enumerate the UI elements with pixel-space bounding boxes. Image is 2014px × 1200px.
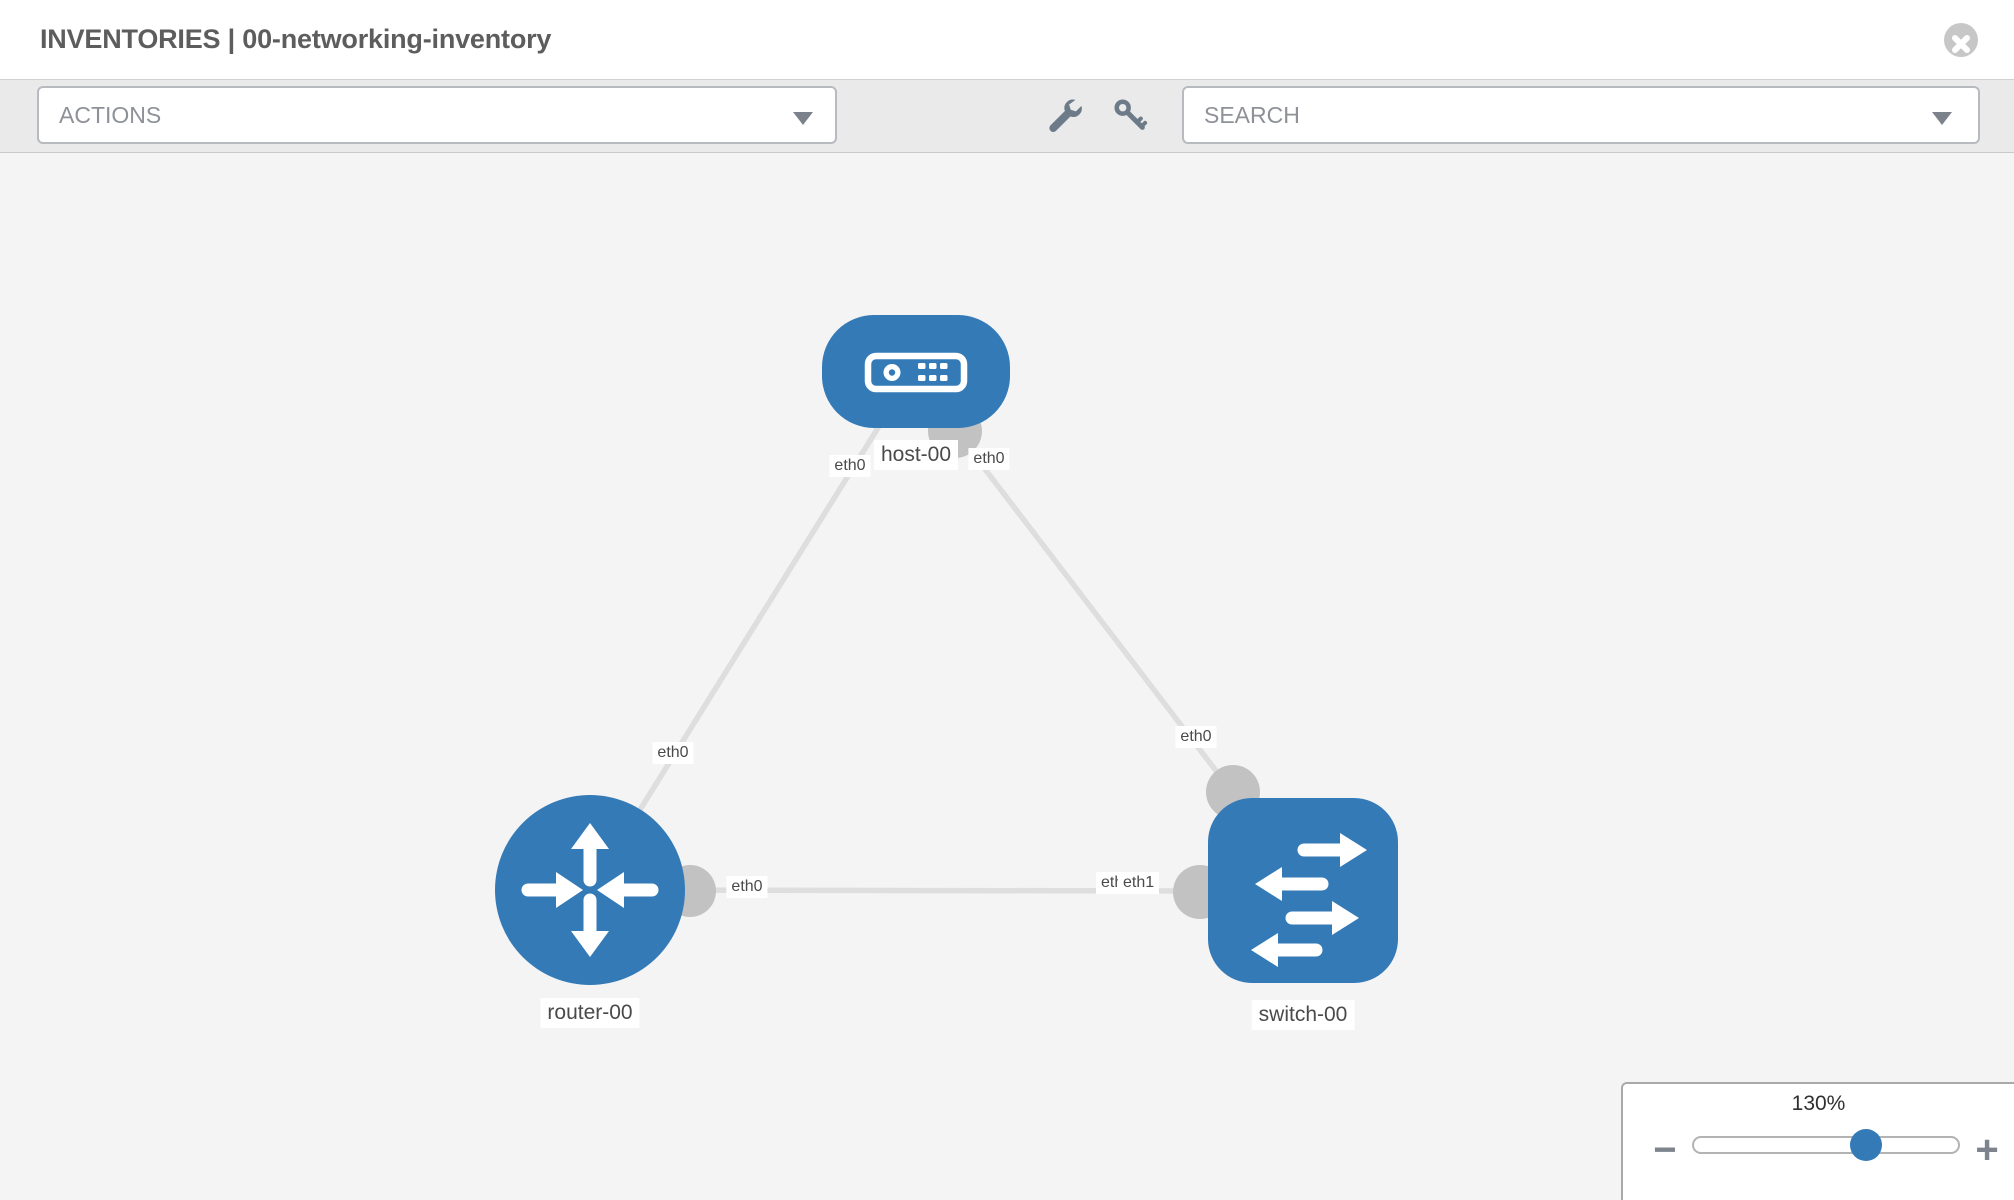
actions-dropdown[interactable]: ACTIONS xyxy=(37,86,837,144)
node-host-00[interactable] xyxy=(822,315,1010,428)
interface-label-router-to-switch: eth0 xyxy=(726,876,768,898)
topology-canvas[interactable]: host-00 router-00 switch-00 eth0 eth0 et… xyxy=(0,154,2014,1200)
actions-dropdown-label: ACTIONS xyxy=(59,102,162,128)
node-switch-00[interactable] xyxy=(1208,798,1398,983)
configure-button[interactable] xyxy=(1042,94,1086,138)
zoom-slider-track[interactable] xyxy=(1692,1129,1960,1161)
chevron-down-icon xyxy=(1932,112,1952,125)
credentials-button[interactable] xyxy=(1108,94,1152,138)
toolbar: ACTIONS SEARCH xyxy=(0,79,2014,153)
header: INVENTORIES | 00-networking-inventory xyxy=(0,0,2014,79)
host-icon xyxy=(864,352,968,393)
interface-label-host-to-switch: eth0 xyxy=(968,448,1010,470)
router-icon xyxy=(521,823,659,957)
key-icon xyxy=(1114,98,1148,130)
zoom-slider-thumb[interactable] xyxy=(1850,1129,1882,1161)
interface-label-switch-to-host: eth0 xyxy=(1175,726,1217,748)
search-placeholder: SEARCH xyxy=(1204,102,1300,128)
node-label-router: router-00 xyxy=(540,998,640,1028)
zoom-out-button[interactable]: − xyxy=(1645,1130,1685,1170)
chevron-down-icon xyxy=(793,112,813,125)
search-dropdown[interactable]: SEARCH xyxy=(1182,86,1980,144)
close-icon xyxy=(1952,34,1970,53)
page-title: INVENTORIES | 00-networking-inventory xyxy=(40,24,552,54)
close-button[interactable] xyxy=(1944,23,1978,57)
zoom-panel: 130% − + xyxy=(1621,1082,2014,1200)
node-label-host: host-00 xyxy=(873,440,959,470)
node-router-00[interactable] xyxy=(495,795,685,985)
interface-label-host-to-router: eth0 xyxy=(829,455,871,477)
interface-label-router-to-host: eth0 xyxy=(652,742,694,764)
interface-label-switch-to-router-eth1: eth1 xyxy=(1118,872,1160,894)
zoom-percent-label: 130% xyxy=(1791,1092,1846,1115)
wrench-icon xyxy=(1049,99,1082,132)
zoom-in-button[interactable]: + xyxy=(1967,1130,2007,1170)
switch-icon xyxy=(1251,833,1367,967)
node-label-switch: switch-00 xyxy=(1251,1000,1355,1030)
